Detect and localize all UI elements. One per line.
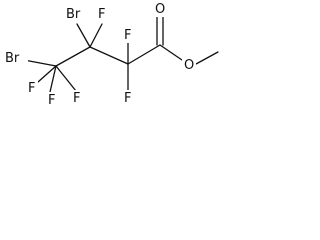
bond-c3-br2	[76, 23, 91, 48]
atom-o-carbonyl: O	[155, 2, 165, 17]
atom-f-c2-top: F	[124, 28, 131, 43]
bond-c4-f-bottom-right	[55, 65, 77, 92]
structure-canvas: Br Br F F F F F F O O	[4, 1, 219, 108]
bond-c4-f-left	[37, 65, 57, 83]
atom-br-left: Br	[5, 51, 20, 66]
atom-f-c2-bottom: F	[124, 91, 131, 106]
bond-c4-c3	[55, 46, 91, 67]
bond-c3-c2	[89, 46, 129, 65]
atom-f-c4-left: F	[28, 81, 35, 96]
bond-c2-c1	[127, 44, 161, 65]
bond-o-methyl	[195, 51, 219, 65]
atom-labels: Br Br F F F F F F O O	[4, 1, 196, 108]
bond-br1-c4	[23, 59, 57, 67]
atom-f-c4-bottom-right: F	[73, 91, 80, 106]
atom-f-c4-bottom-left: F	[48, 93, 55, 108]
atom-o-ester: O	[184, 58, 194, 73]
bond-c1-o-ester	[159, 44, 183, 61]
atom-br-top: Br	[66, 7, 81, 22]
bonds	[23, 15, 219, 93]
bond-c4-f-bottom-left	[49, 65, 57, 93]
bond-c3-f	[89, 23, 103, 48]
atom-f-c3: F	[98, 7, 105, 22]
